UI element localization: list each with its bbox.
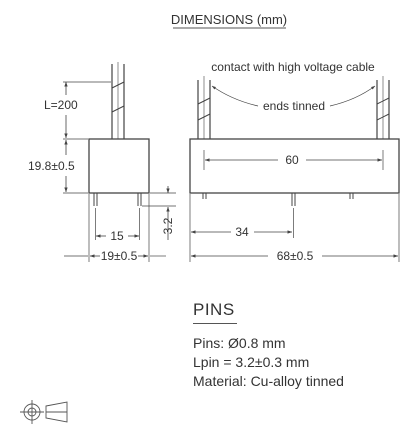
pins-section: PINS Pins: Ø0.8 mm Lpin = 3.2±0.3 mm Mat… [193, 300, 408, 391]
front-view-pin-mid [291, 193, 296, 206]
pins-material: Material: Cu-alloy tinned [193, 373, 344, 389]
side-view-pin-left [93, 193, 98, 206]
leader-ends-left [211, 85, 259, 107]
front-view-cable-left [197, 80, 211, 139]
pin-spacing-label: 15 [110, 229, 124, 243]
pins-length: Lpin = 3.2±0.3 mm [193, 354, 310, 370]
body-length-label: 68±0.5 [277, 249, 314, 263]
pins-heading-underline [193, 323, 237, 324]
side-view-cable [111, 64, 125, 139]
lead-length-label: L=200 [44, 98, 78, 112]
pin-offset-label: 34 [235, 225, 249, 239]
side-view-pin-right [137, 193, 142, 206]
side-view [63, 62, 176, 262]
side-view-body [88, 138, 150, 194]
drawing-title: DIMENSIONS (mm) [171, 12, 287, 27]
first-angle-projection-icon [20, 400, 68, 424]
front-view [189, 76, 400, 262]
ends-tinned-note: ends tinned [263, 99, 325, 113]
leader-ends-right [329, 85, 376, 107]
front-view-cable-right [376, 80, 390, 139]
front-view-pin-left [202, 193, 207, 199]
front-view-pin-right [349, 193, 354, 199]
lead-spacing-label: 60 [285, 153, 299, 167]
contact-note: contact with high voltage cable [211, 60, 375, 74]
pins-diameter: Pins: Ø0.8 mm [193, 335, 286, 351]
pin-length-label: 3.2 [161, 217, 175, 234]
body-width-label: 19±0.5 [101, 249, 138, 263]
body-height-label: 19.8±0.5 [28, 159, 75, 173]
pins-heading: PINS [193, 300, 235, 319]
